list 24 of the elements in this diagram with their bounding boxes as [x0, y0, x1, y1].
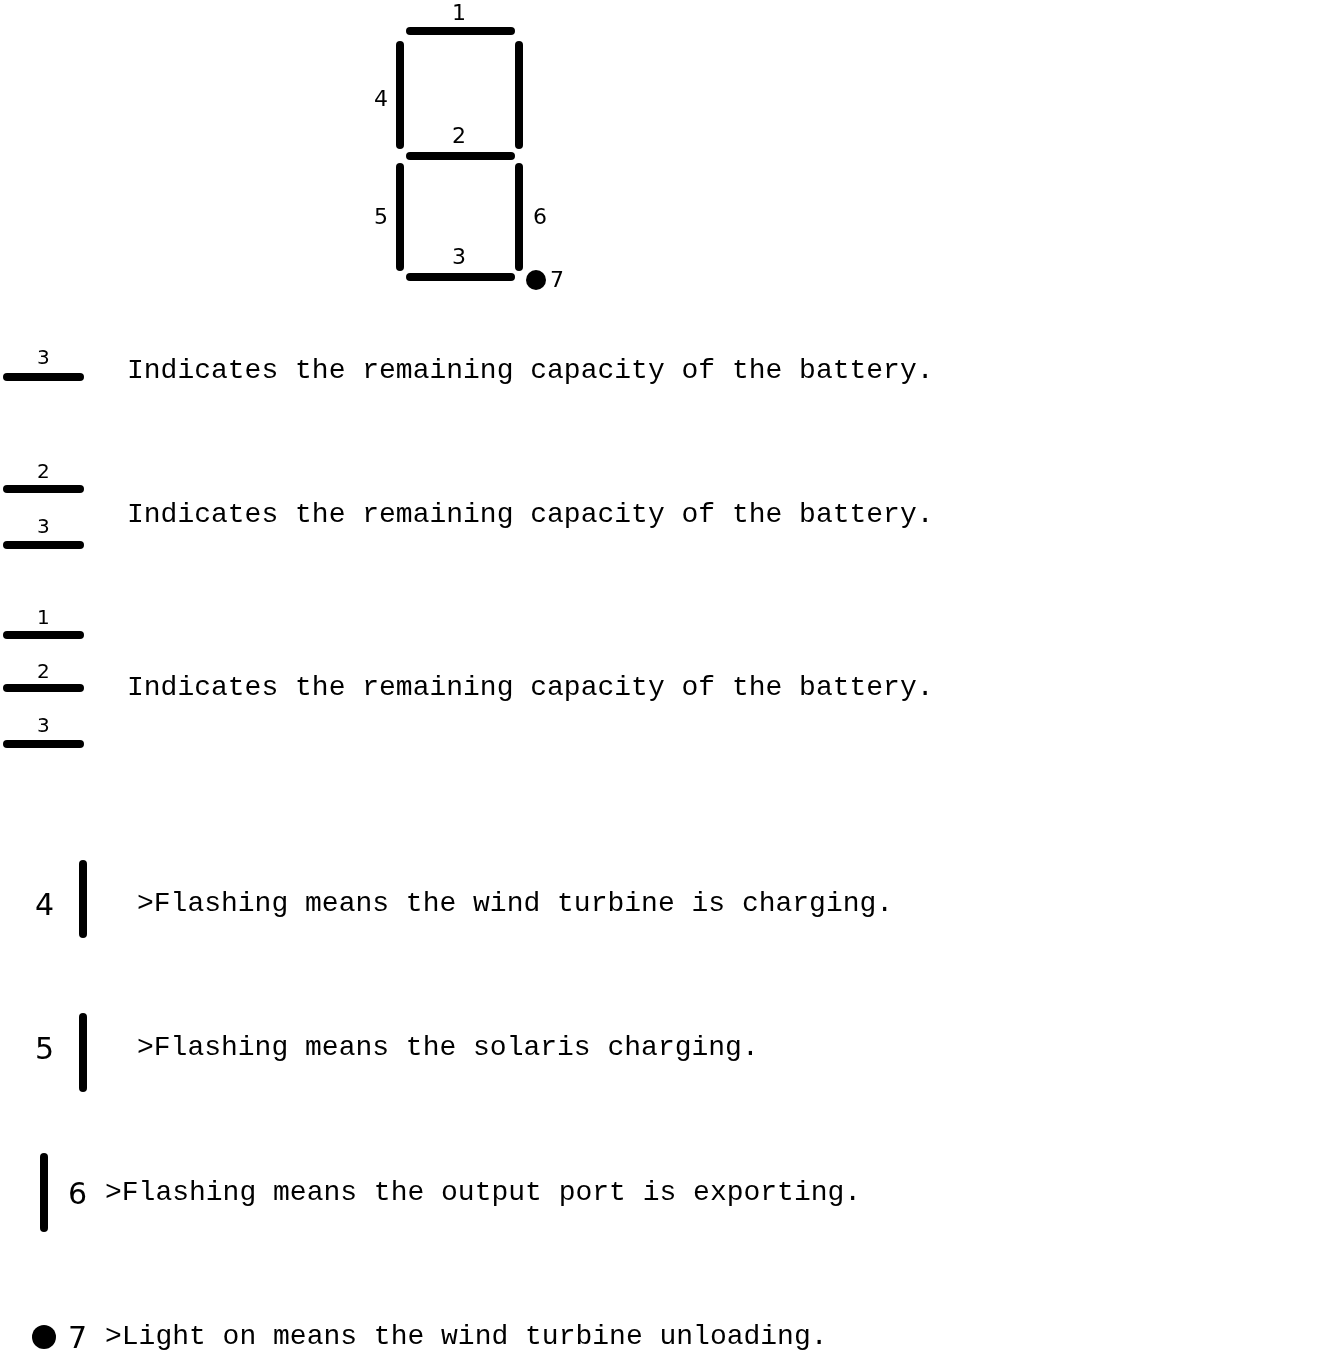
segment-number: 5 [35, 1034, 55, 1064]
segment-number: 1 [452, 2, 466, 24]
segment-number: 7 [68, 1323, 88, 1353]
segment-number: 2 [37, 661, 50, 681]
description-text: >Flashing means the solaris charging. [137, 1034, 759, 1062]
segment-number: 3 [37, 516, 50, 536]
segment-number: 4 [374, 88, 388, 110]
segment-number: 7 [550, 269, 564, 291]
segment-number: 3 [37, 347, 50, 367]
segment-number: 4 [35, 890, 55, 920]
segment-number: 6 [533, 206, 547, 228]
segment-number: 5 [374, 206, 388, 228]
description-text: >Flashing means the wind turbine is charging. [137, 890, 894, 918]
segment-number: 2 [452, 125, 466, 147]
segment-number: 2 [37, 461, 50, 481]
description-text: >Light on means the wind turbine unloading. [105, 1323, 828, 1351]
description-text: >Flashing means the output port is exporting. [105, 1179, 862, 1207]
description-text: Indicates the remaining capacity of the battery. [127, 357, 934, 385]
description-text: Indicates the remaining capacity of the battery. [127, 674, 934, 702]
segment-number: 3 [37, 715, 50, 735]
segment-number: 3 [452, 246, 466, 268]
segment-number: 6 [68, 1179, 88, 1209]
description-text: Indicates the remaining capacity of the battery. [127, 501, 934, 529]
segment-number: 1 [37, 607, 50, 627]
